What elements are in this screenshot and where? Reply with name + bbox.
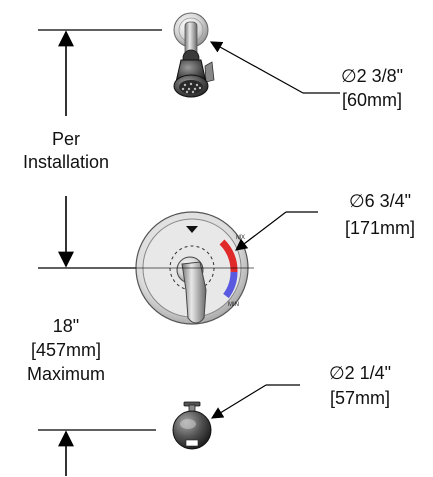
svg-text:MX: MX xyxy=(236,235,245,241)
valve-callout: ∅6 3/4" [171mm] xyxy=(235,191,415,251)
height-label-line1: Per xyxy=(52,129,80,149)
tub-spout-diameter-imperial: ∅2 1/4" xyxy=(329,363,391,383)
tub-spout-diameter-metric: [57mm] xyxy=(330,388,390,408)
shower-head-diameter-imperial: ∅2 3/8" xyxy=(341,66,403,86)
height-label-line2: Installation xyxy=(23,152,109,172)
tub-spout-icon xyxy=(172,401,212,450)
shower-head-diameter-metric: [60mm] xyxy=(342,90,402,110)
cold-indicator xyxy=(223,271,238,299)
tub-spout-leader-arrow xyxy=(210,384,267,419)
spout-dimension: 18" [457mm] Maximum xyxy=(27,316,156,476)
hot-indicator xyxy=(219,239,238,273)
valve-diameter-imperial: ∅6 3/4" xyxy=(349,191,411,211)
spout-label-line3: Maximum xyxy=(27,364,105,384)
height-dimension: Per Installation xyxy=(23,29,170,269)
shower-head-leader-arrow xyxy=(209,41,304,94)
spout-label-line1: 18" xyxy=(53,316,79,336)
spout-label-line2: [457mm] xyxy=(31,340,101,360)
valve-diameter-metric: [171mm] xyxy=(345,218,415,238)
shower-head-callout: ∅2 3/8" [60mm] xyxy=(209,41,403,110)
shower-head-icon xyxy=(173,12,215,98)
svg-text:MIN: MIN xyxy=(228,302,239,308)
valve-leader-arrow xyxy=(235,211,287,251)
tub-spout-callout: ∅2 1/4" [57mm] xyxy=(210,363,391,419)
shower-valve-icon: MX MIN xyxy=(130,211,254,325)
